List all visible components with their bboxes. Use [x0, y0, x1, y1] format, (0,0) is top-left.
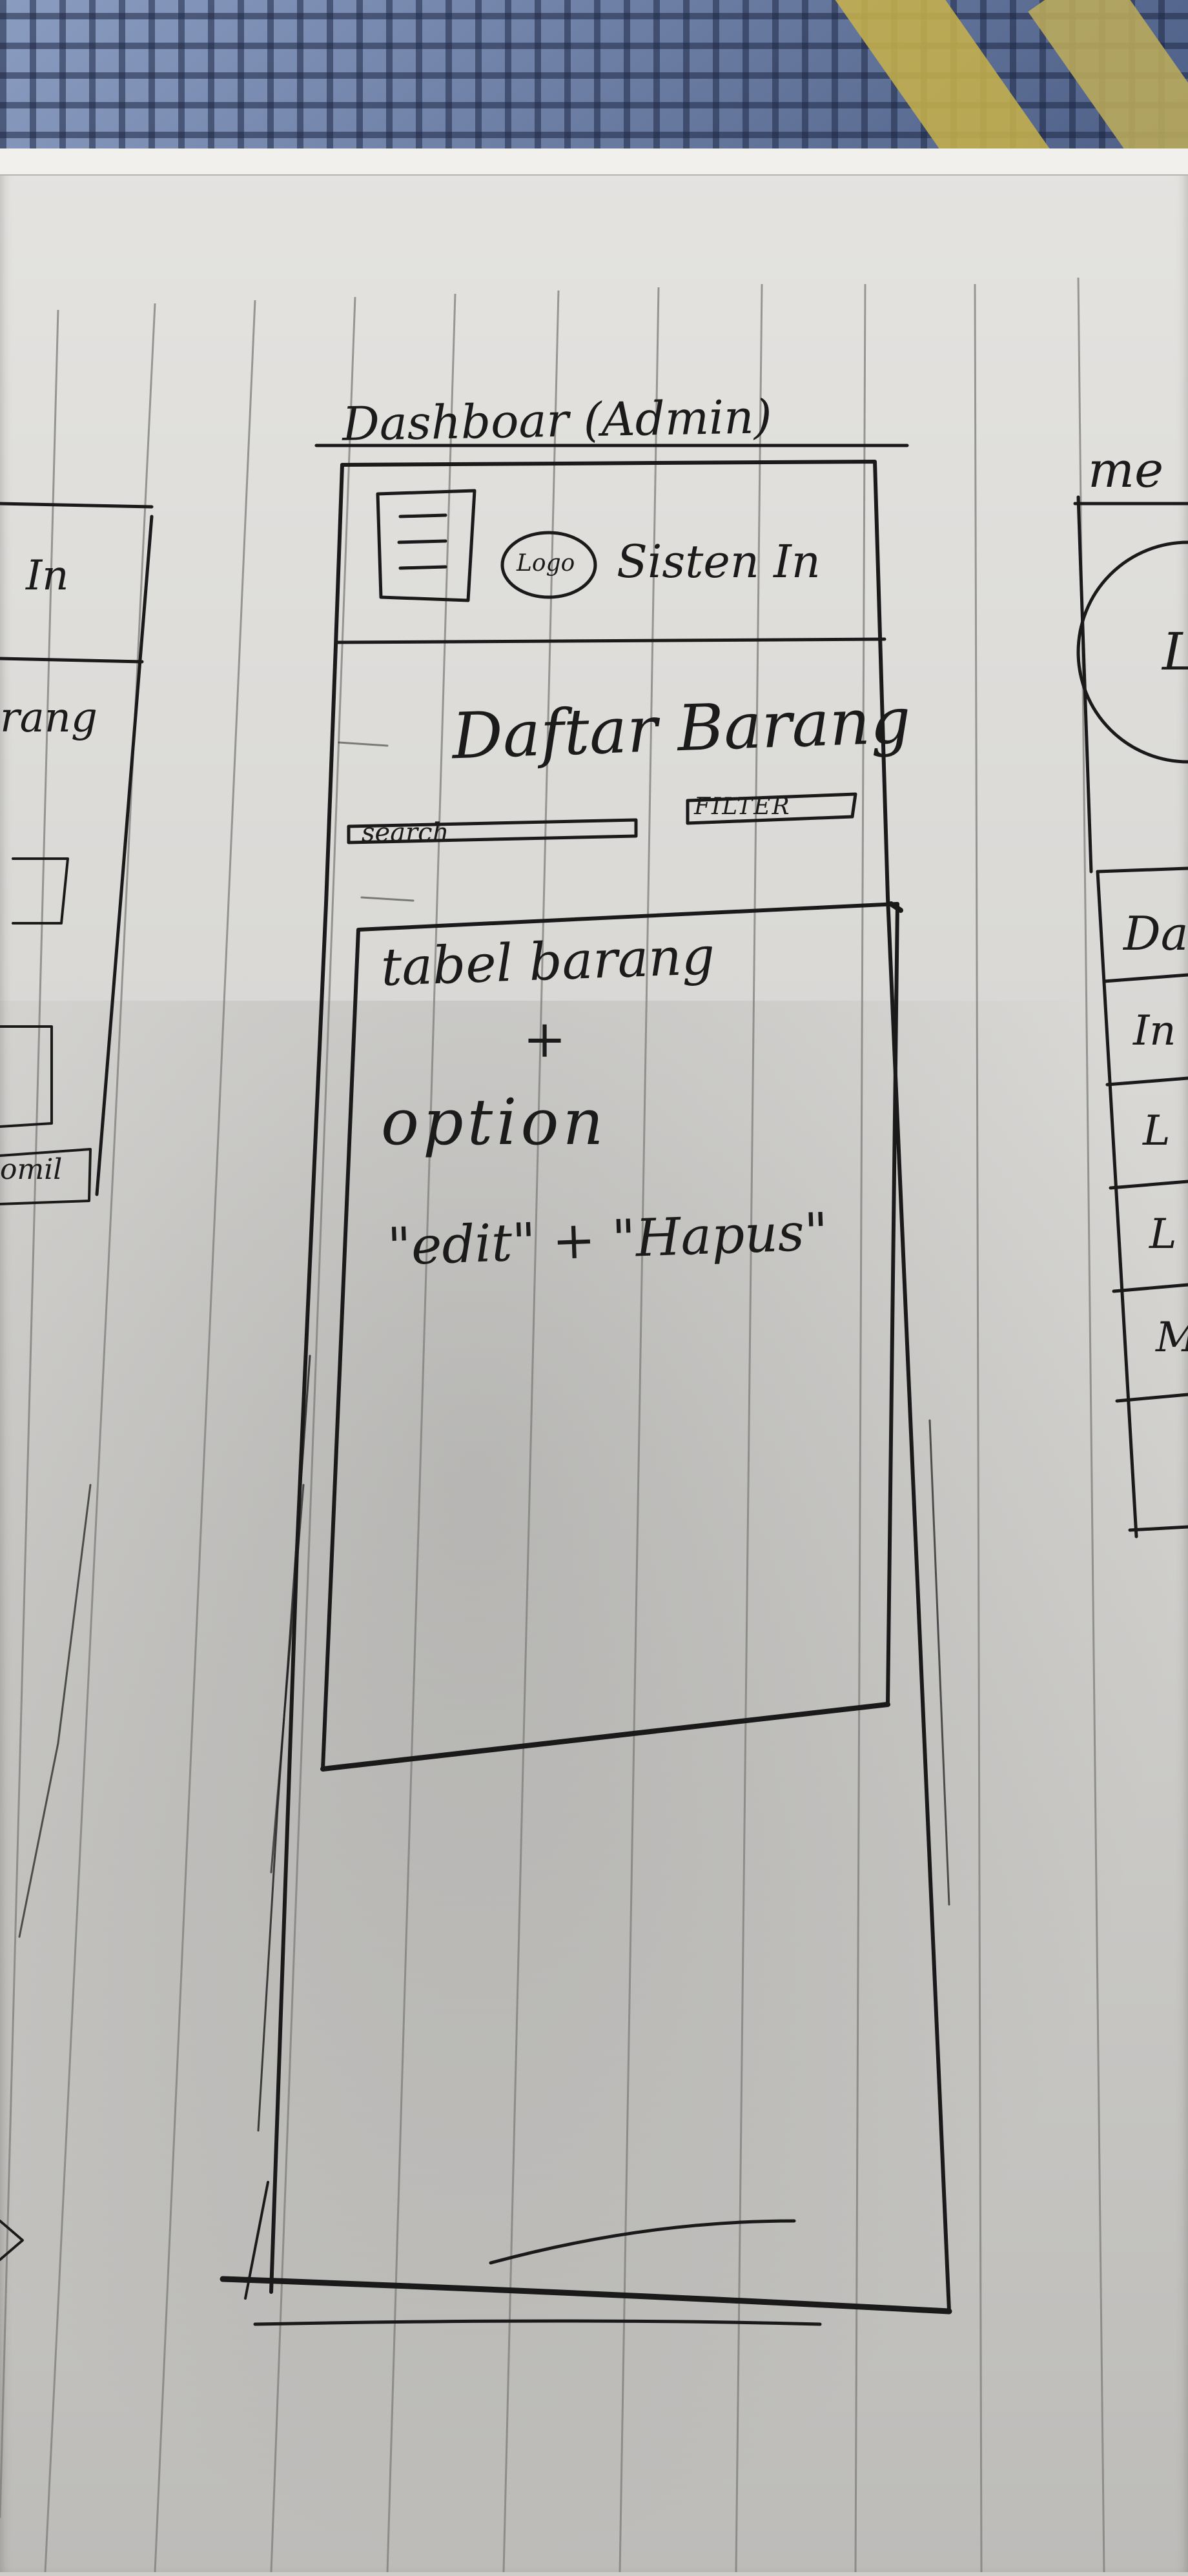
hand-shadow: [0, 1001, 1188, 2576]
right-avatar-text: L: [1162, 626, 1188, 678]
notebook-paper: [0, 148, 1188, 2572]
table-note-plus: +: [523, 1009, 567, 1069]
filter-button[interactable]: filter: [694, 793, 791, 820]
left-header-text: In: [26, 552, 69, 600]
screen-title: Dashboar (Admin): [342, 389, 773, 451]
right-row-2: In: [1133, 1007, 1176, 1055]
right-row-1: Da: [1123, 906, 1188, 961]
hamburger-menu-icon[interactable]: [387, 500, 465, 591]
table-note-line2: option: [381, 1086, 608, 1160]
paper-edge: [0, 148, 1188, 176]
table-note-line3: "edit" + "Hapus": [386, 1201, 830, 1277]
right-title-text: me: [1088, 441, 1164, 498]
right-row-4: L: [1149, 1211, 1177, 1258]
left-button-text: omil: [0, 1153, 63, 1186]
logo-label: Logo: [517, 550, 575, 577]
left-heading-text: rang: [0, 694, 97, 742]
page-heading: Daftar Barang: [451, 684, 912, 774]
right-row-3: L: [1143, 1107, 1171, 1155]
search-input[interactable]: search: [362, 818, 449, 848]
right-row-5: M: [1156, 1317, 1188, 1358]
table-note-line1: tabel barang: [380, 926, 716, 997]
app-name: Sisten In: [617, 535, 821, 588]
